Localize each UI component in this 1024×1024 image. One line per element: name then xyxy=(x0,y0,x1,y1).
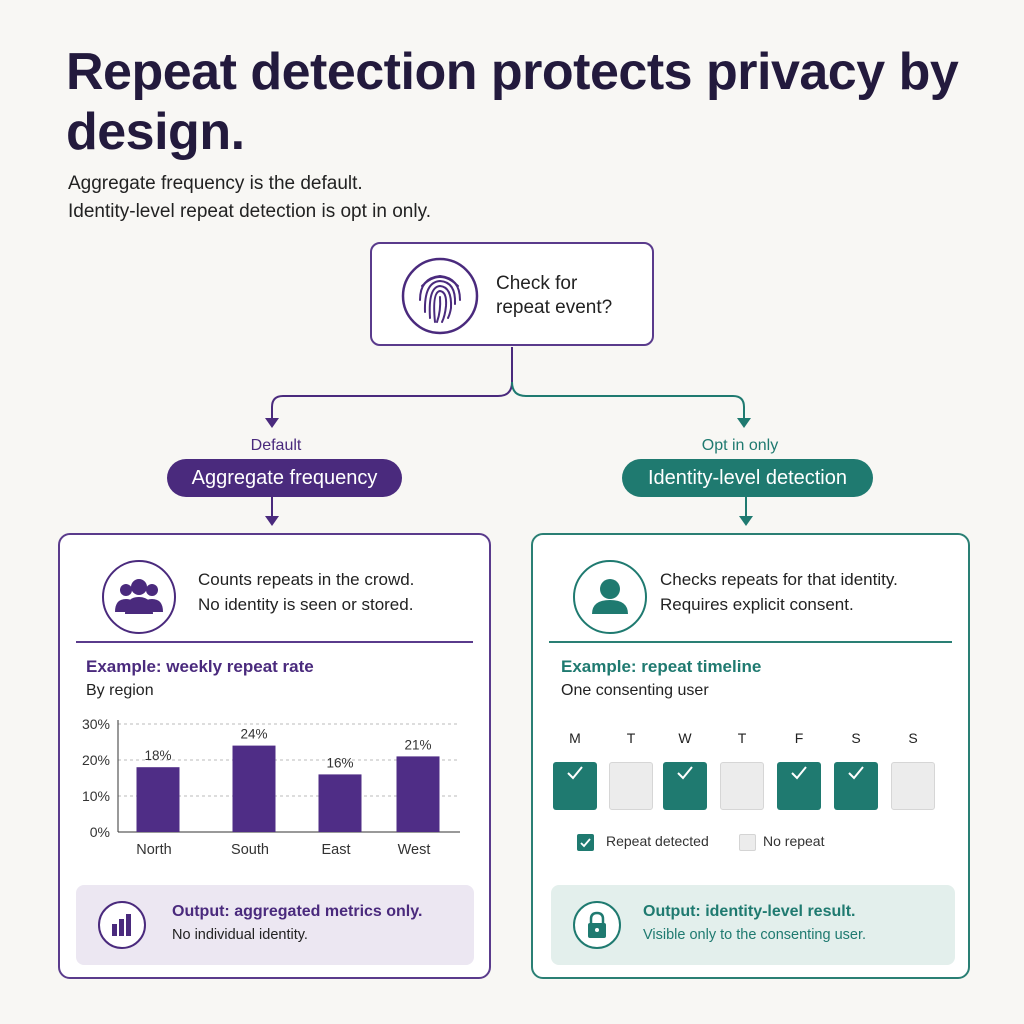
legend-repeat-detected: Repeat detected xyxy=(606,833,709,849)
identity-output: Output: identity-level result. Visible o… xyxy=(551,885,955,965)
fingerprint-icon xyxy=(401,257,479,335)
bar xyxy=(136,767,180,832)
branch-label-optin: Opt in only xyxy=(701,437,779,454)
aggregate-output: Output: aggregated metrics only. No indi… xyxy=(76,885,474,965)
arrow-right-top xyxy=(737,418,751,428)
day-label: T xyxy=(737,730,747,746)
aggregate-example-title: Example: weekly repeat rate xyxy=(86,657,314,676)
day-label: F xyxy=(794,730,804,746)
repeat-detected-box xyxy=(834,762,878,810)
legend-no-repeat-swatch xyxy=(739,834,756,851)
timeline-day: S xyxy=(891,728,935,810)
no-repeat-box xyxy=(609,762,653,810)
subtitle-line-1: Aggregate frequency is the default. xyxy=(68,173,363,194)
no-repeat-box xyxy=(720,762,764,810)
day-label: T xyxy=(626,730,636,746)
y-tick-label: 30% xyxy=(82,716,110,732)
check-icon xyxy=(677,766,693,780)
aggregate-frequency-pill: Aggregate frequency xyxy=(167,459,402,497)
decision-line-1: Check for xyxy=(496,273,578,294)
identity-panel: Checks repeats for that identity. Requir… xyxy=(531,533,970,979)
decision-question: Check for repeat event? xyxy=(496,272,646,320)
x-tick-label: East xyxy=(321,842,350,858)
weekly-repeat-rate-chart: 0% 10% 20% 30% 18% North 24% South 16% East 21% Wes… xyxy=(82,716,460,858)
arrow-right-bottom xyxy=(739,516,753,526)
timeline-day: M xyxy=(553,728,597,810)
page-subtitle: Aggregate frequency is the default. Iden… xyxy=(68,170,431,226)
day-label: W xyxy=(678,730,692,746)
identity-detection-pill: Identity-level detection xyxy=(622,459,873,497)
arrow-left-bottom xyxy=(265,516,279,526)
aggregate-desc-line-2: No identity is seen or stored. xyxy=(198,595,414,614)
group-icon xyxy=(102,560,176,634)
timeline-day: T xyxy=(609,728,653,810)
day-label: M xyxy=(569,730,581,746)
timeline-day: W xyxy=(663,728,707,810)
repeat-detected-box xyxy=(663,762,707,810)
x-tick-label: North xyxy=(136,842,171,858)
page-title: Repeat detection protects privacy by des… xyxy=(66,43,959,161)
connector-right xyxy=(511,381,745,421)
decision-box: Check for repeat event? xyxy=(370,242,654,346)
aggregate-panel: Counts repeats in the crowd. No identity… xyxy=(58,533,491,979)
aggregate-example-subtitle: By region xyxy=(86,682,154,699)
bar-value-label: 18% xyxy=(144,748,171,763)
decision-line-2: repeat event? xyxy=(496,297,613,318)
x-tick-label: West xyxy=(398,842,431,858)
identity-output-title: Output: identity-level result. xyxy=(643,903,856,920)
person-icon xyxy=(573,560,647,634)
day-label: S xyxy=(851,730,861,746)
y-tick-label: 20% xyxy=(82,752,110,768)
legend-check-icon xyxy=(577,834,594,851)
bar-value-label: 16% xyxy=(326,755,353,770)
identity-example-title: Example: repeat timeline xyxy=(561,657,762,676)
timeline-day: F xyxy=(777,728,821,810)
aggregate-output-title: Output: aggregated metrics only. xyxy=(172,903,423,920)
identity-description: Checks repeats for that identity. Requir… xyxy=(660,567,898,617)
lock-icon xyxy=(573,901,621,949)
x-tick-label: South xyxy=(231,842,269,858)
no-repeat-box xyxy=(891,762,935,810)
connector-trunk xyxy=(497,347,513,397)
connector-left xyxy=(271,395,498,421)
aggregate-output-subtitle: No individual identity. xyxy=(172,927,308,943)
bar xyxy=(318,774,362,832)
check-icon xyxy=(567,766,583,780)
y-tick-label: 10% xyxy=(82,788,110,804)
legend-no-repeat: No repeat xyxy=(763,833,825,849)
repeat-detected-box xyxy=(777,762,821,810)
repeat-detected-box xyxy=(553,762,597,810)
identity-example-subtitle: One consenting user xyxy=(561,682,709,699)
timeline-day: S xyxy=(834,728,878,810)
check-icon xyxy=(791,766,807,780)
identity-desc-line-2: Requires explicit consent. xyxy=(660,595,854,614)
arrow-left-top xyxy=(265,418,279,428)
subtitle-line-2: Identity-level repeat detection is opt i… xyxy=(68,201,431,222)
branch-label-default: Default xyxy=(250,437,302,454)
check-icon xyxy=(848,766,864,780)
aggregate-description: Counts repeats in the crowd. No identity… xyxy=(198,567,414,617)
bar-value-label: 24% xyxy=(240,727,267,742)
bar-value-label: 21% xyxy=(404,737,431,752)
day-label: S xyxy=(908,730,918,746)
bar-chart-icon xyxy=(98,901,146,949)
timeline-day: T xyxy=(720,728,764,810)
bar xyxy=(396,756,440,832)
y-tick-label: 0% xyxy=(90,824,110,840)
aggregate-desc-line-1: Counts repeats in the crowd. xyxy=(198,570,415,589)
bar xyxy=(232,745,276,832)
identity-output-subtitle: Visible only to the consenting user. xyxy=(643,927,867,943)
identity-desc-line-1: Checks repeats for that identity. xyxy=(660,570,898,589)
aggregate-divider xyxy=(76,641,473,643)
identity-divider xyxy=(549,641,952,643)
